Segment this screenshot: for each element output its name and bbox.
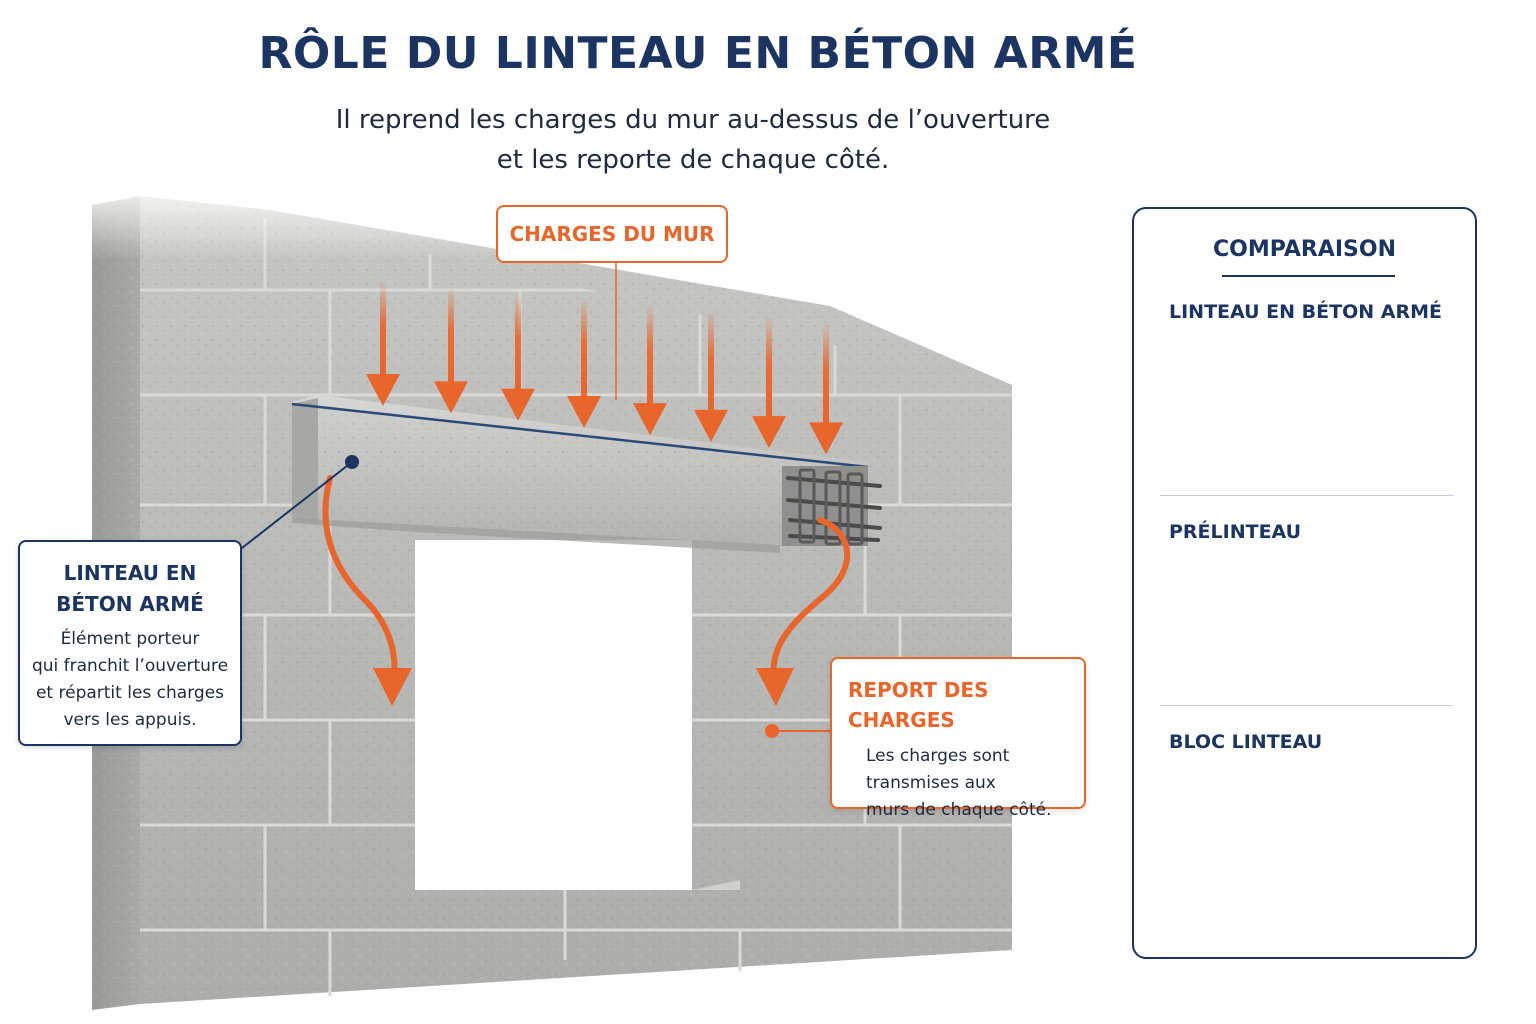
load-arrow [694,310,728,442]
comparison-item-reinforced-lintel: LINTEAU EN BÉTON ARMÉ [1169,301,1442,323]
transfer-arrow-right [756,517,851,706]
comparison-title: COMPARAISON [1213,237,1396,262]
lintel-callout-body-1: Élément porteur [60,629,200,649]
load-arrow [567,298,601,428]
load-arrow [633,304,667,436]
load-arrow [366,280,400,406]
load-arrow [809,322,843,455]
lintel-callout: LINTEAU EN BÉTON ARMÉ Élément porteur qu… [18,540,242,746]
load-transfer-title: REPORT DES CHARGES [848,678,989,732]
lintel-callout-title-2: BÉTON ARMÉ [56,592,204,616]
wall-front-face [140,196,1012,1004]
leader-lines [241,263,830,738]
comparison-divider [1160,495,1454,496]
page-subtitle: Il reprend les charges du mur au-dessus … [0,100,1386,180]
load-transfer-body-1: Les charges sont [866,746,1010,766]
lintel-callout-body-4: vers les appuis. [63,710,197,730]
transfer-arrow-left [322,475,412,706]
rebar-cage [782,466,882,546]
load-transfer-callout: REPORT DES CHARGES Les charges sont tran… [830,657,1086,820]
load-arrow [501,292,535,421]
load-transfer-body-2: transmises aux [866,773,996,793]
load-arrows [366,280,843,455]
load-arrow [434,286,468,414]
lintel-callout-body-2: qui franchit l’ouverture [31,656,229,676]
load-arrow [752,316,786,449]
sill-blocks [415,880,740,890]
wall-loads-callout: CHARGES DU MUR [496,205,728,263]
load-transfer-body-3: murs de chaque côté. [866,800,1052,820]
comparison-divider [1160,705,1454,706]
comparison-item-prelintel: PRÉLINTEAU [1169,521,1302,543]
comparison-title-underline [1222,275,1395,277]
subtitle-line-1: Il reprend les charges du mur au-dessus … [335,105,1051,135]
comparison-panel: COMPARAISON LINTEAU EN BÉTON ARMÉ PRÉLIN… [1132,207,1477,959]
lintel-beam [291,395,869,553]
comparison-item-lintel-block: BLOC LINTEAU [1169,731,1323,753]
page-title: RÔLE DU LINTEAU EN BÉTON ARMÉ [258,28,1138,79]
lintel-callout-title-1: LINTEAU EN [63,561,197,585]
lintel-callout-body-3: et répartit les charges [35,683,225,703]
subtitle-line-2: et les reporte de chaque côté. [496,145,890,175]
